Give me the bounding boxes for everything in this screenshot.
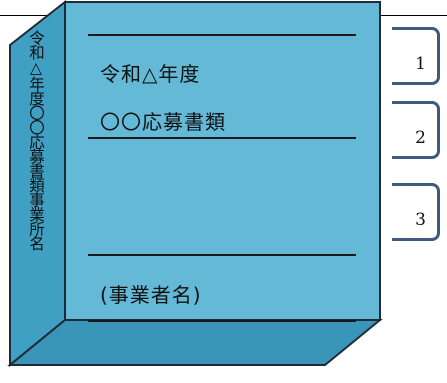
front-title-line1: 令和△年度 (100, 62, 201, 86)
front-title-line2: 〇〇応募書類 (100, 110, 226, 134)
binder-front-cover (64, 1, 381, 321)
index-tab-2-label: 2 (415, 128, 426, 148)
front-line-bottom (88, 320, 356, 322)
front-line-mid (88, 137, 356, 139)
index-tab-1: 1 (392, 27, 440, 85)
front-company-name: (事業者名) (100, 283, 202, 307)
index-tab-3: 3 (392, 183, 440, 241)
index-tab-1-label: 1 (415, 54, 426, 74)
index-tab-3-label: 3 (415, 210, 426, 230)
binder-bottom-face (7, 319, 383, 366)
index-tab-2: 2 (392, 101, 440, 159)
front-line-top (88, 34, 356, 36)
front-line-lower (88, 254, 356, 256)
spine-label: 令和△年度〇〇応募書類事業所名 (27, 30, 45, 250)
